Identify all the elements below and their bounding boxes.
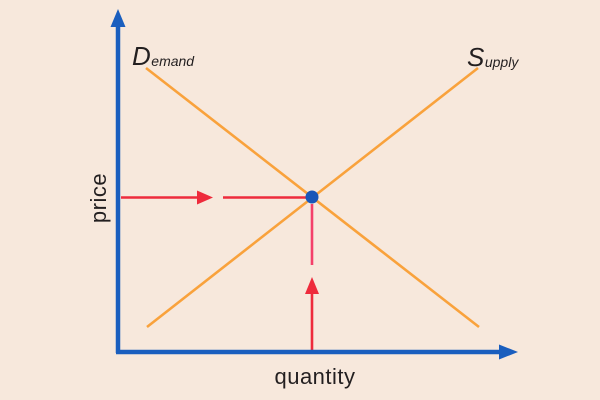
supply-label: Supply: [467, 42, 519, 72]
x-axis-label: quantity: [274, 364, 355, 389]
demand-label-sub: emand: [151, 53, 195, 69]
equilibrium-point: [305, 190, 319, 204]
demand-label: Demand: [132, 41, 195, 71]
supply-label-main: S: [467, 42, 485, 72]
x-axis-arrowhead-icon: [499, 344, 518, 360]
y-axis-arrowhead-icon: [110, 9, 126, 27]
price-arrowhead-icon: [197, 190, 213, 205]
y-axis-label: price: [86, 173, 111, 223]
supply-label-sub: upply: [485, 54, 519, 70]
quantity-arrowhead-icon: [305, 277, 319, 294]
demand-label-main: D: [132, 41, 151, 71]
